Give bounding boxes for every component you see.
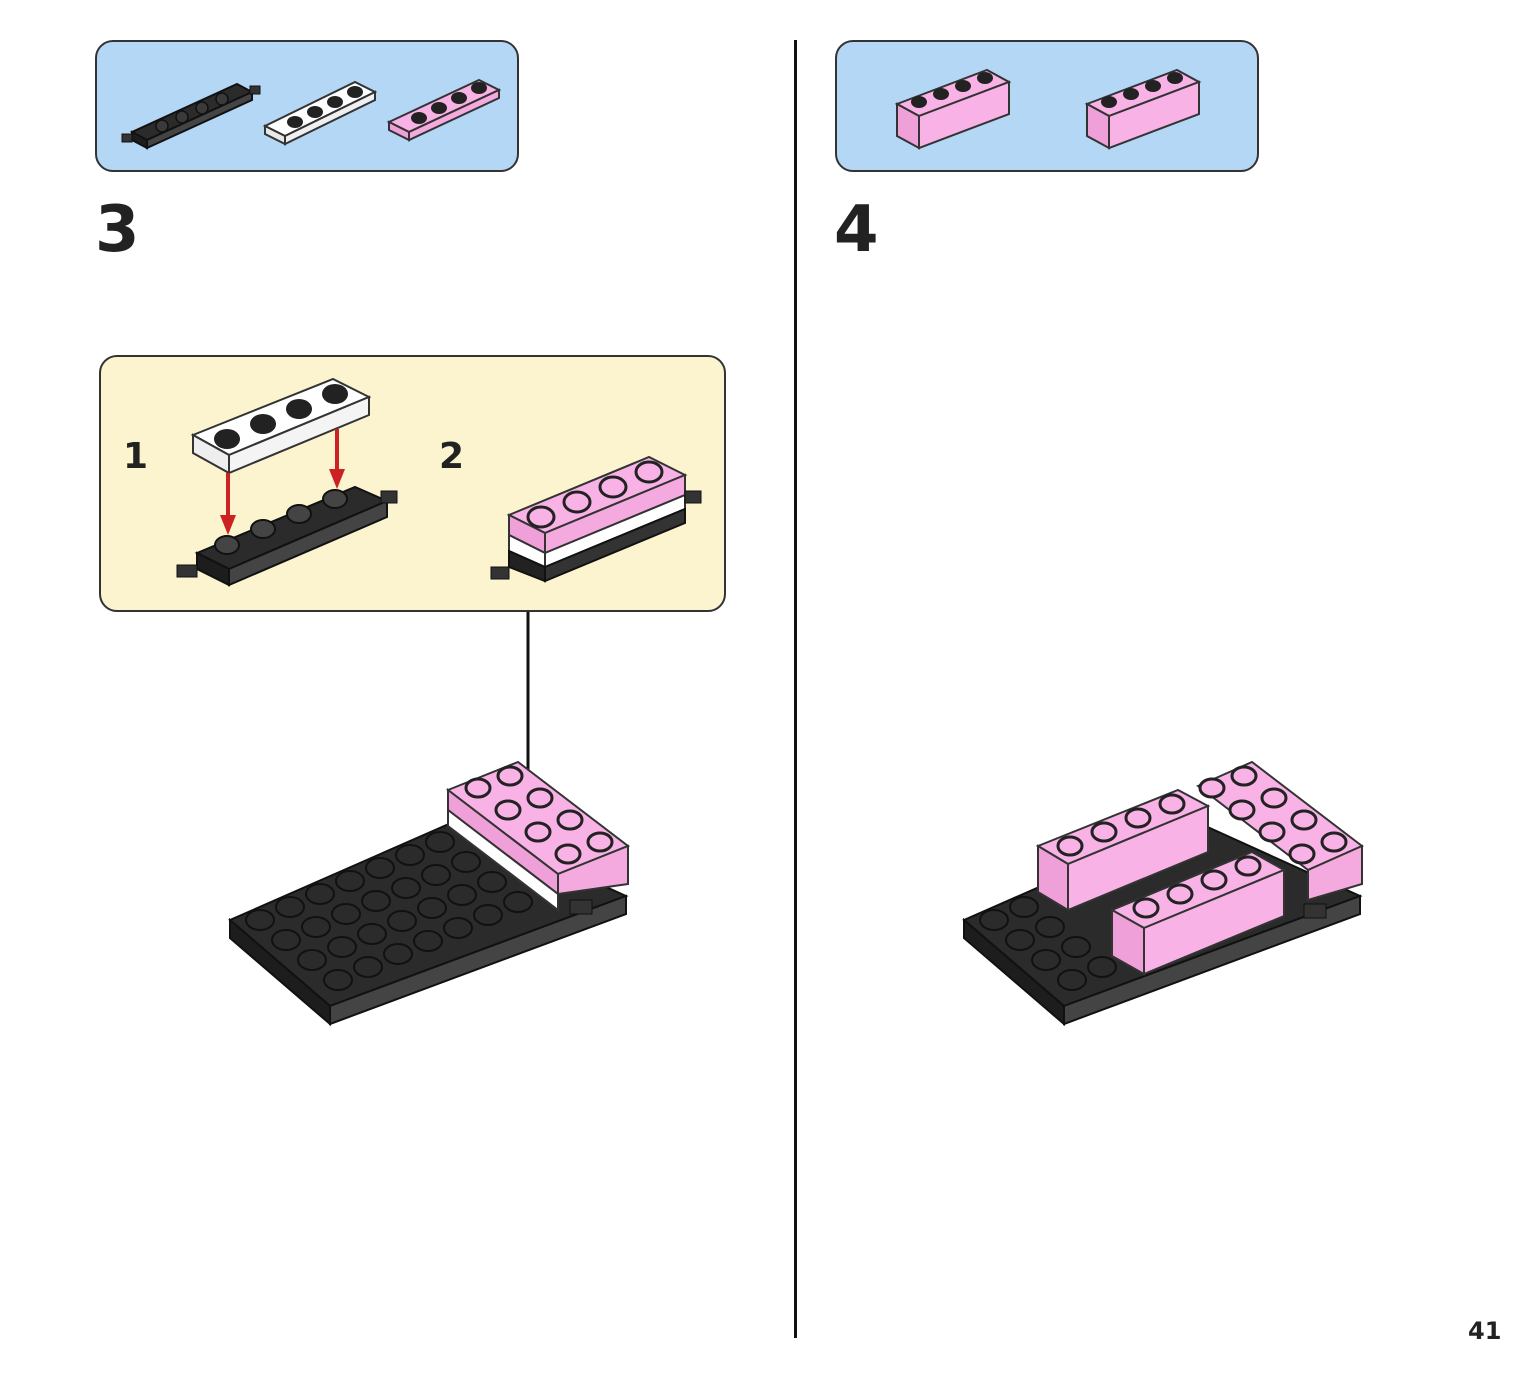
pink-brick-front: [1109, 850, 1287, 976]
parts-illustration-step-3: [121, 78, 502, 150]
red-arrows: [220, 429, 345, 535]
pink-plate-assembly-step-4: [1196, 760, 1364, 919]
sub-assembly-callout: 1 2: [99, 355, 726, 612]
step-divider: [794, 40, 797, 1338]
step-number-3: 3: [95, 193, 140, 267]
pink-plate-assembly: [445, 760, 631, 915]
pink-brick-2: [1084, 68, 1202, 150]
black-plate-with-pins: [121, 82, 261, 150]
pink-brick-1: [894, 68, 1012, 150]
sub-assembly-illustration: [176, 377, 702, 587]
pink-brick-back: [1035, 788, 1211, 912]
pink-plate: [386, 78, 502, 142]
parts-list-step-3: [95, 40, 519, 172]
step-3-model: [228, 760, 631, 1027]
substep-number-1: 1: [123, 436, 149, 477]
step-4-model: [962, 760, 1364, 1027]
white-plate-above: [190, 377, 372, 475]
black-plate-with-pins-substep: [176, 485, 398, 587]
white-plate: [262, 80, 378, 146]
step-number-4: 4: [834, 193, 879, 267]
combined-assembly: [490, 455, 702, 583]
parts-list-step-4: [835, 40, 1259, 172]
substep-number-2: 2: [439, 436, 465, 477]
parts-illustration-step-4: [894, 68, 1202, 150]
page-number: 41: [1468, 1317, 1502, 1345]
